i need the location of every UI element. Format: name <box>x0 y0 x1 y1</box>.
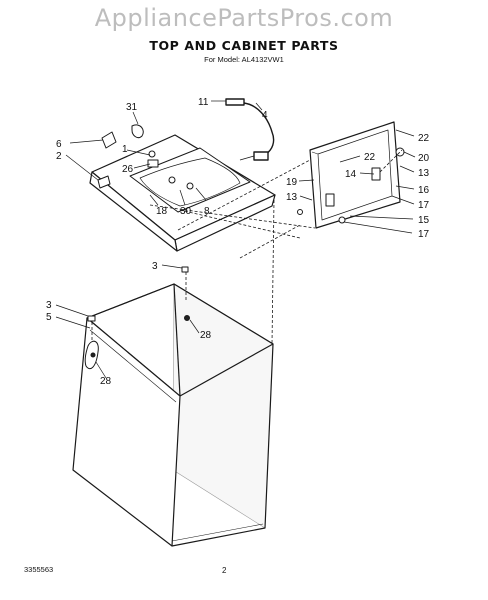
callout-22-mid: 22 <box>364 152 376 163</box>
callout-2: 2 <box>56 151 62 162</box>
callout-labels: 31 6 2 1 26 18 30 8 11 4 22 22 20 13 14 … <box>46 97 430 387</box>
reference-number: 3355563 <box>24 565 54 574</box>
callout-4: 4 <box>262 110 268 121</box>
cabinet <box>72 283 274 547</box>
callout-3-lower: 3 <box>46 300 52 311</box>
page-title: TOP AND CABINET PARTS <box>149 38 339 53</box>
site-watermark: AppliancePartsPros.com <box>94 4 394 32</box>
model-subtitle: For Model: AL4132VW1 <box>204 55 284 64</box>
callout-11: 11 <box>198 97 209 108</box>
callout-5: 5 <box>46 312 52 323</box>
callout-17-lower: 17 <box>418 229 430 240</box>
callout-17-upper: 17 <box>418 200 430 211</box>
callout-1: 1 <box>122 144 128 155</box>
callout-20: 20 <box>418 153 430 164</box>
callout-13-left: 13 <box>286 192 298 203</box>
callout-16: 16 <box>418 185 430 196</box>
top-frame <box>89 134 276 252</box>
wire-harness <box>225 98 275 161</box>
fasteners <box>84 147 405 370</box>
callout-13-right: 13 <box>418 168 430 179</box>
callout-28-lower: 28 <box>100 376 112 387</box>
leader-lines <box>55 100 416 379</box>
callout-8: 8 <box>204 206 210 217</box>
callout-19: 19 <box>286 177 298 188</box>
callout-6: 6 <box>56 139 62 150</box>
callout-18: 18 <box>156 206 168 217</box>
callout-3-upper: 3 <box>152 261 158 272</box>
page-number: 2 <box>222 566 227 575</box>
callout-30: 30 <box>180 206 192 217</box>
callout-31: 31 <box>126 102 138 113</box>
callout-26: 26 <box>122 164 134 175</box>
callout-28-upper: 28 <box>200 330 212 341</box>
callout-14: 14 <box>345 169 357 180</box>
hinge-parts <box>97 124 194 190</box>
callout-15: 15 <box>418 215 430 226</box>
callout-22-top: 22 <box>418 133 430 144</box>
alignment-lines <box>91 149 403 345</box>
